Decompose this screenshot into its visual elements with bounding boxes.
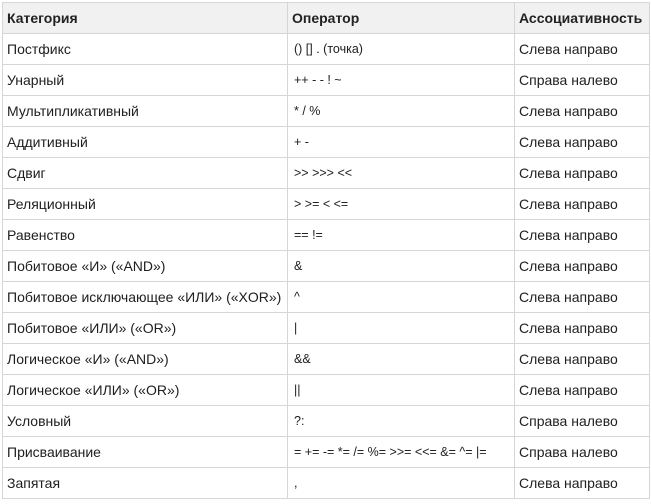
table-row: Постфикс () [] . (точка) Слева направо — [2, 33, 650, 65]
category-cell: Сдвиг — [2, 157, 288, 189]
associativity-cell: Слева направо — [514, 188, 650, 220]
associativity-cell: Справа налево — [514, 405, 650, 437]
operator-cell: && — [287, 343, 515, 375]
table-row: Побитовое исключающее «ИЛИ» («XOR») ^ Сл… — [2, 281, 650, 313]
category-cell: Унарный — [2, 64, 288, 96]
associativity-cell: Слева направо — [514, 33, 650, 65]
associativity-cell: Слева направо — [514, 126, 650, 158]
category-cell: Побитовое «ИЛИ» («OR») — [2, 312, 288, 344]
operator-cell: ?: — [287, 405, 515, 437]
category-cell: Аддитивный — [2, 126, 288, 158]
table-row: Унарный ++ - - ! ~ Справа налево — [2, 64, 650, 96]
header-operator: Оператор — [287, 2, 515, 34]
category-cell: Логическое «И» («AND») — [2, 343, 288, 375]
operator-cell: ^ — [287, 281, 515, 313]
category-cell: Реляционный — [2, 188, 288, 220]
operator-cell: ++ - - ! ~ — [287, 64, 515, 96]
category-cell: Побитовое исключающее «ИЛИ» («XOR») — [2, 281, 288, 313]
table-body: Постфикс () [] . (точка) Слева направо У… — [2, 33, 650, 499]
header-category: Категория — [2, 2, 288, 34]
table-row: Мультипликативный * / % Слева направо — [2, 95, 650, 127]
associativity-cell: Справа налево — [514, 436, 650, 468]
table-header: Категория Оператор Ассоциативность — [2, 2, 650, 34]
operator-cell: , — [287, 467, 515, 499]
category-cell: Запятая — [2, 467, 288, 499]
operator-cell: & — [287, 250, 515, 282]
operator-cell: * / % — [287, 95, 515, 127]
associativity-cell: Слева направо — [514, 343, 650, 375]
associativity-cell: Слева направо — [514, 281, 650, 313]
operator-cell: || — [287, 374, 515, 406]
associativity-cell: Слева направо — [514, 312, 650, 344]
category-cell: Равенство — [2, 219, 288, 251]
category-cell: Логическое «ИЛИ» («OR») — [2, 374, 288, 406]
table-row: Запятая , Слева направо — [2, 467, 650, 499]
operator-cell: + - — [287, 126, 515, 158]
category-cell: Побитовое «И» («AND») — [2, 250, 288, 282]
table-row: Логическое «И» («AND») && Слева направо — [2, 343, 650, 375]
operator-cell: >> >>> << — [287, 157, 515, 189]
associativity-cell: Слева направо — [514, 374, 650, 406]
operator-cell: = += -= *= /= %= >>= <<= &= ^= |= — [287, 436, 515, 468]
associativity-cell: Слева направо — [514, 467, 650, 499]
associativity-cell: Слева направо — [514, 157, 650, 189]
category-cell: Постфикс — [2, 33, 288, 65]
category-cell: Мультипликативный — [2, 95, 288, 127]
operator-cell: () [] . (точка) — [287, 33, 515, 65]
associativity-cell: Слева направо — [514, 219, 650, 251]
header-row: Категория Оператор Ассоциативность — [2, 2, 650, 34]
table-row: Сдвиг >> >>> << Слева направо — [2, 157, 650, 189]
table-row: Условный ?: Справа налево — [2, 405, 650, 437]
associativity-cell: Справа налево — [514, 64, 650, 96]
associativity-cell: Слева направо — [514, 95, 650, 127]
associativity-cell: Слева направо — [514, 250, 650, 282]
table-row: Побитовое «И» («AND») & Слева направо — [2, 250, 650, 282]
category-cell: Условный — [2, 405, 288, 437]
table-row: Аддитивный + - Слева направо — [2, 126, 650, 158]
table-row: Побитовое «ИЛИ» («OR») | Слева направо — [2, 312, 650, 344]
operator-cell: == != — [287, 219, 515, 251]
table-row: Логическое «ИЛИ» («OR») || Слева направо — [2, 374, 650, 406]
operator-cell: | — [287, 312, 515, 344]
header-associativity: Ассоциативность — [514, 2, 650, 34]
table-row: Равенство == != Слева направо — [2, 219, 650, 251]
table-row: Присваивание = += -= *= /= %= >>= <<= &=… — [2, 436, 650, 468]
operator-cell: > >= < <= — [287, 188, 515, 220]
category-cell: Присваивание — [2, 436, 288, 468]
table-row: Реляционный > >= < <= Слева направо — [2, 188, 650, 220]
